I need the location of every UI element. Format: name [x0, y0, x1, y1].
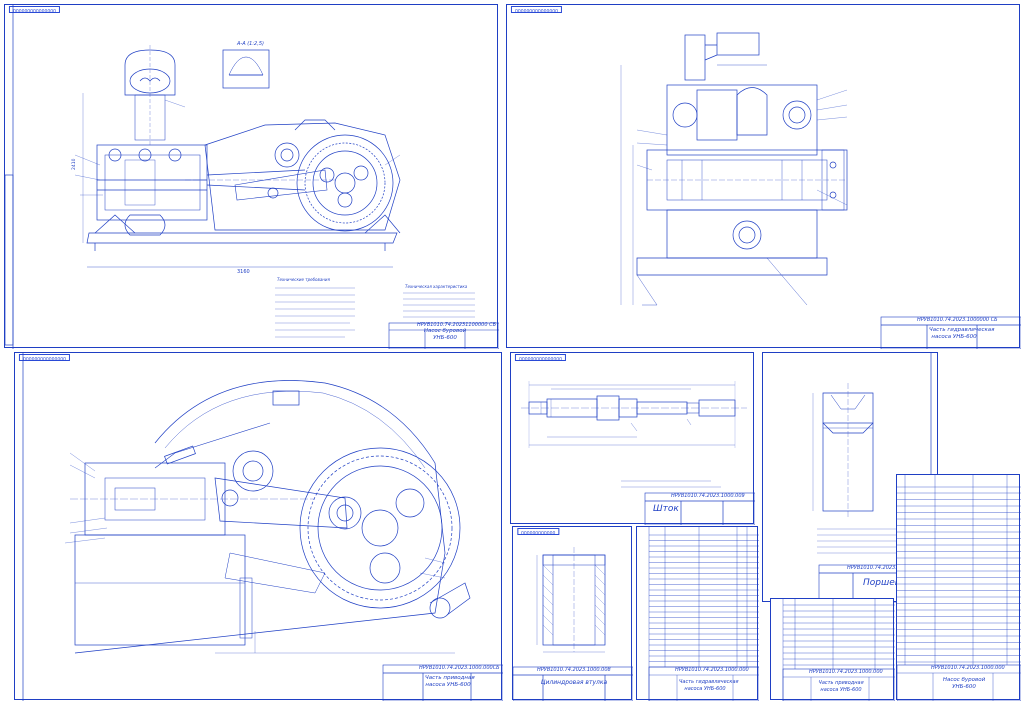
- dim-total-length: 3160: [237, 269, 250, 275]
- sheet-hydraulic-part: 000000000000000: [506, 4, 1021, 349]
- characteristics-title: Техническая характеристика: [405, 284, 468, 289]
- title-block-name: Часть приводная насоса УНБ-600: [818, 680, 864, 693]
- title-block-code: НРУВ1010.74.2023.1000.000: [809, 669, 883, 675]
- section-label: А-А (1:2,5): [236, 41, 264, 47]
- title-block-name: Шток: [653, 504, 679, 514]
- pump-assembly-drawing: 3160: [5, 5, 499, 349]
- sheet-spec-hydraulic: НРУВ1010.74.2023.1000.000 Часть гидравли…: [636, 526, 759, 701]
- title-block-code: НРУВ1010.74.20231100000 СБ: [417, 322, 497, 328]
- title-block-code: НРУВ1010.74.2023.1000.000: [675, 667, 749, 673]
- title-block-code: НРУВ1010.74.2023.1000000 СБ: [917, 317, 998, 323]
- dim-height: 2410: [71, 158, 77, 170]
- spec-table-drive: [782, 599, 895, 701]
- title-block-code: НРУВ1010.74.2023.1000.000: [931, 665, 1005, 671]
- sheet-spec-drive: НРУВ1010.74.2023.1000.000 Часть приводна…: [770, 598, 895, 701]
- title-block-name: Насос буровой УНБ-600: [423, 328, 467, 341]
- title-block-name: Насос буровой УНБ-600: [942, 677, 986, 690]
- title-block-name: Часть гидравлическая насоса УНБ-600: [929, 327, 995, 340]
- rod-drawing: [521, 381, 755, 525]
- title-block-code: НРУВ1010.74.2023.1000.009: [671, 493, 745, 499]
- sheet-rod: 000000000000000: [510, 352, 755, 525]
- title-block-name: Цилиндровая втулка: [540, 679, 608, 686]
- hydraulic-part-drawing: [620, 32, 1021, 349]
- title-block-name: Часть приводная насоса УНБ-600: [425, 675, 475, 688]
- spec-table-pump: [897, 475, 1021, 701]
- title-block-code: НРУВ1010.74.2023.1000.008: [537, 667, 611, 673]
- sheet-cylinder-liner: 000000000000 НРУВ1010.74.2023.1000.008 Ц…: [512, 526, 633, 701]
- drive-part-drawing: [22, 353, 503, 701]
- cylinder-liner-drawing: [513, 547, 633, 701]
- sheet-pump-assembly: 000000000000000 3160: [4, 4, 499, 349]
- title-block-code: НРУВ1010.74.2023.1400.000 СБ: [847, 565, 930, 571]
- title-block-code: НРУВ1010.74.2023.1000.000СБ: [419, 665, 500, 671]
- title-block-name: Поршень: [863, 578, 906, 588]
- spec-table-hydraulic: [648, 527, 759, 701]
- sheet-drive-part: 000000000000000: [14, 352, 503, 701]
- notes-title: Технические требования: [277, 277, 331, 282]
- title-block-name: Часть гидравлическая насоса УНБ-600: [679, 679, 739, 692]
- sheet-spec-pump: НРУВ1010.74.2023.1000.000 Насос буровой …: [896, 474, 1021, 701]
